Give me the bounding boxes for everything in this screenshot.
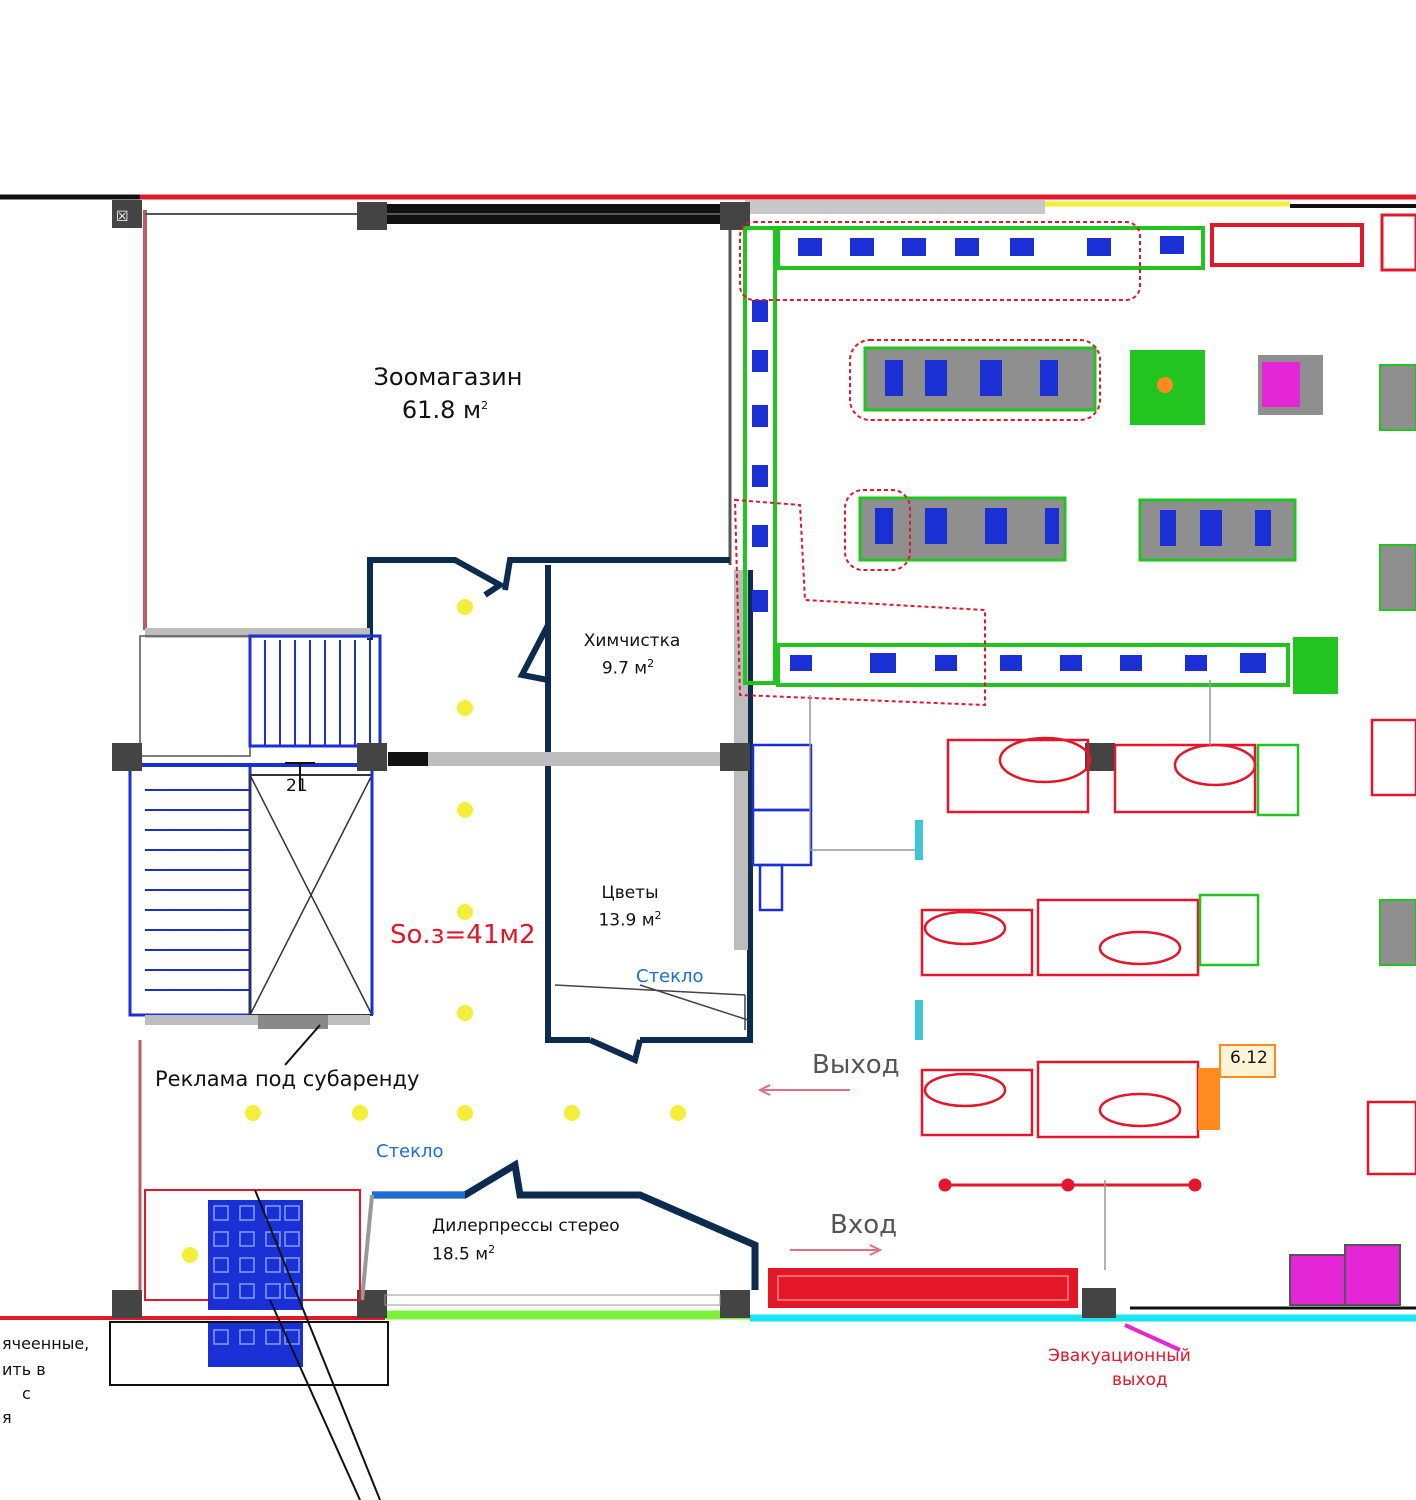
checkout-counters (920, 718, 1416, 1176)
dimension-leaders (809, 680, 1211, 1270)
exit-label: Выход (812, 1050, 900, 1080)
repair-area: 18.5 м2 (432, 1243, 496, 1265)
cash-id-label: 6.12 (1230, 1048, 1268, 1068)
emergency-exit-marker (1124, 1323, 1181, 1352)
chemistry-name: Химчистка (583, 631, 681, 651)
ad-tile-panel (109, 1189, 389, 1500)
arrows (757, 1084, 883, 1256)
island-gondolas (844, 339, 1416, 966)
flowers-name: Цветы (601, 883, 659, 903)
entrance-belt (768, 1268, 1078, 1308)
perimeter-shelves (733, 213, 1416, 707)
repair-name: Дилерпрессы стерео (432, 1216, 620, 1236)
entrance-label: Вход (830, 1210, 898, 1240)
left-note-line-2: ить в (2, 1360, 46, 1379)
pet-store-name: Зоомагазин (373, 363, 523, 391)
wall-racks (751, 743, 1300, 967)
glass-partitions (554, 984, 749, 1030)
glass-label-flowers: Стекло (636, 966, 704, 987)
left-note-line-1: ячеенные, (2, 1334, 90, 1353)
ceiling-lamps (182, 599, 686, 1263)
chemistry-area: 9.7 м2 (601, 657, 655, 679)
glass-label-repair: Стекло (376, 1141, 444, 1162)
emergency-exit-line1: Эвакуационный (1048, 1346, 1191, 1366)
pet-store-area: 61.8 м2 (401, 396, 489, 424)
left-note-line-3: с (22, 1384, 31, 1403)
flowers-area: 13.9 м2 (598, 909, 662, 931)
corridor-walls (367, 557, 753, 1065)
doors-cyan (915, 820, 923, 1040)
stairs (128, 634, 382, 1066)
common-area-label: Sо.з=41м2 (390, 920, 536, 950)
left-note-line-4: я (2, 1408, 12, 1427)
barrier-line (938, 1178, 1202, 1192)
stair-number: 21 (286, 776, 308, 796)
emergency-exit-line2: выход (1112, 1370, 1168, 1390)
magenta-pallets (1289, 1244, 1401, 1306)
svg-text:☒: ☒ (116, 209, 129, 225)
pet-store-room (145, 213, 732, 565)
ad-sublease-label: Реклама под субаренду (155, 1067, 420, 1091)
cash-box (1198, 1044, 1276, 1130)
